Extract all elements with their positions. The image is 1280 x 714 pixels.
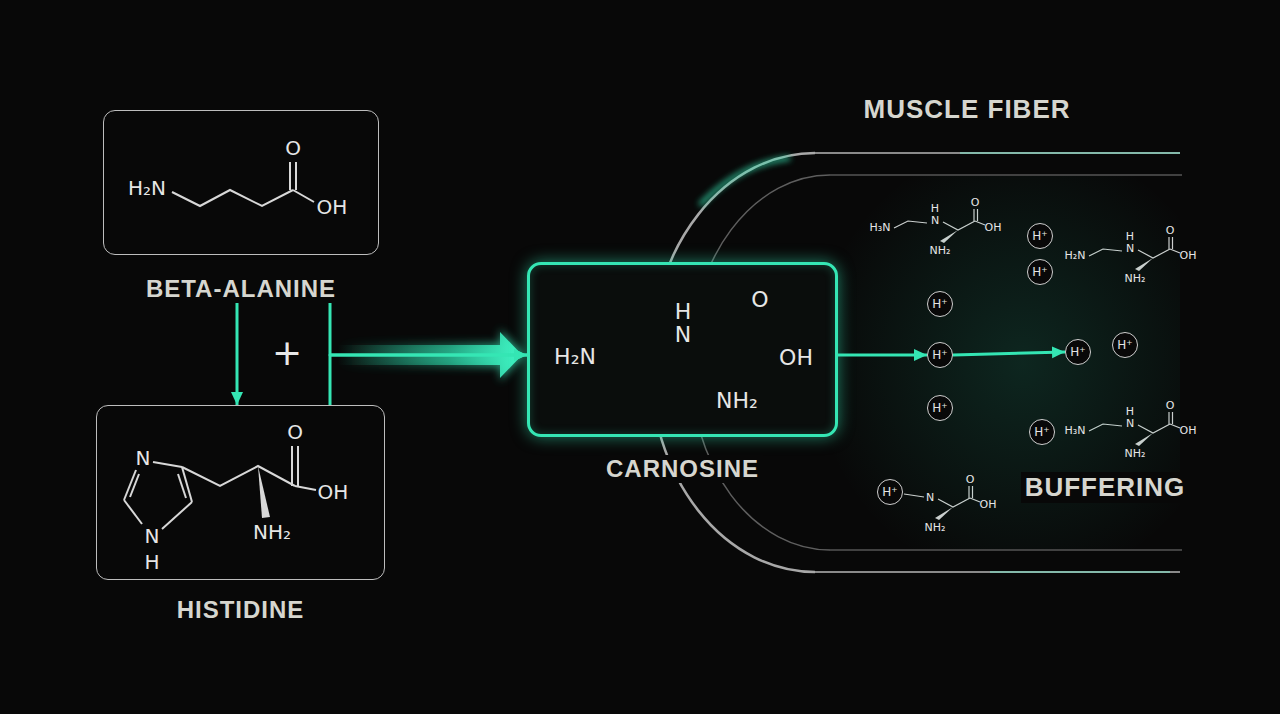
beta-alanine-structure-part bbox=[289, 162, 291, 190]
proton-symbol: H⁺ bbox=[932, 349, 947, 361]
atom-label: O bbox=[751, 289, 768, 311]
atom-label: OH bbox=[317, 197, 348, 217]
atom-label: O bbox=[966, 474, 975, 485]
molecule-name: BETA-ALANINE bbox=[142, 275, 340, 303]
proton-circle: H⁺ bbox=[927, 291, 953, 317]
histidine-structure-part bbox=[162, 502, 192, 529]
atom-label: H bbox=[931, 203, 939, 214]
molecule-name: CARNOSINE bbox=[602, 455, 763, 483]
atom-label: N bbox=[145, 526, 160, 546]
histidine-structure-part bbox=[295, 486, 316, 490]
proton-circle: H⁺ bbox=[1029, 419, 1055, 445]
histidine-structure-part bbox=[178, 474, 186, 498]
molecule-box: HISTIDINE bbox=[96, 405, 385, 624]
fiber-cylinder-part bbox=[815, 152, 1180, 154]
atom-label: O bbox=[971, 197, 980, 208]
atom-label: O bbox=[287, 422, 303, 442]
atom-label: N bbox=[675, 324, 691, 346]
beta-alanine-structure bbox=[172, 162, 314, 206]
histidine-structure-part bbox=[130, 474, 139, 497]
atom-label: H₂N bbox=[554, 346, 596, 368]
atom-label: OH bbox=[1180, 250, 1197, 261]
atom-label: OH bbox=[779, 347, 813, 369]
fiber-cylinder-part bbox=[815, 571, 1180, 573]
atom-label: O bbox=[1166, 225, 1175, 236]
histidine-structure-part bbox=[291, 446, 293, 486]
fiber-cylinder-part bbox=[690, 175, 830, 550]
atom-label: NH₂ bbox=[716, 390, 758, 412]
fiber-cylinder-part bbox=[990, 571, 1170, 572]
atom-label: NH₂ bbox=[253, 522, 291, 542]
fiber-cylinder-part bbox=[960, 151, 1180, 155]
atom-label: H bbox=[1126, 406, 1134, 417]
molecule-box: CARNOSINE bbox=[527, 262, 838, 483]
histidine-structure-part bbox=[258, 466, 270, 518]
reaction-arrow bbox=[330, 355, 527, 405]
fiber-cylinder-part bbox=[830, 549, 1182, 551]
proton-circle: H⁺ bbox=[877, 479, 903, 505]
atom-label: H bbox=[1126, 231, 1134, 242]
atom-label: OH bbox=[318, 482, 349, 502]
proton-circle: H⁺ bbox=[927, 342, 953, 368]
histidine-structure-part bbox=[182, 466, 295, 486]
proton-symbol: H⁺ bbox=[1032, 266, 1047, 278]
atom-label: H₃N bbox=[870, 222, 891, 233]
fiber-cylinder-part bbox=[650, 153, 815, 572]
proton-circle: H⁺ bbox=[1112, 332, 1138, 358]
atom-label: NH₂ bbox=[1125, 273, 1146, 284]
atom-label: N bbox=[136, 448, 151, 468]
atom-label: H₂N bbox=[1065, 250, 1086, 261]
molecule-name: HISTIDINE bbox=[173, 596, 309, 624]
proton-symbol: H⁺ bbox=[882, 486, 897, 498]
atom-label: OH bbox=[1180, 425, 1197, 436]
proton-symbol: H⁺ bbox=[932, 298, 947, 310]
proton-symbol: H⁺ bbox=[1032, 230, 1047, 242]
proton-circle: H⁺ bbox=[927, 395, 953, 421]
histidine-structure-part bbox=[153, 462, 182, 467]
proton-symbol: H⁺ bbox=[1070, 346, 1085, 358]
atom-label: NH₂ bbox=[930, 245, 951, 256]
process-label: BUFFERING bbox=[1021, 472, 1190, 503]
atom-label: N bbox=[926, 492, 934, 503]
proton-symbol: H⁺ bbox=[1034, 426, 1049, 438]
atom-label: N bbox=[1126, 243, 1134, 254]
fiber-cylinder-part bbox=[830, 174, 1182, 176]
plus-sign: + bbox=[272, 335, 302, 371]
histidine-structure-part bbox=[124, 500, 142, 524]
atom-label: H bbox=[144, 552, 159, 572]
atom-label: NH₂ bbox=[1125, 448, 1146, 459]
fiber-cylinder-part bbox=[990, 570, 1170, 574]
proton-circle: H⁺ bbox=[1065, 339, 1091, 365]
proton-symbol: H⁺ bbox=[932, 402, 947, 414]
histidine-structure bbox=[124, 446, 316, 529]
fiber-title: MUSCLE FIBER bbox=[860, 94, 1075, 125]
atom-label: O bbox=[285, 138, 301, 158]
atom-label: OH bbox=[980, 499, 997, 510]
flow-arrow bbox=[236, 303, 239, 405]
fiber-cylinder-part bbox=[700, 158, 790, 205]
reaction-arrow bbox=[330, 303, 527, 355]
atom-label: H bbox=[675, 301, 692, 323]
atom-label: OH bbox=[985, 222, 1002, 233]
beta-alanine-structure-part bbox=[295, 162, 297, 190]
beta-alanine-structure-part bbox=[172, 190, 293, 206]
fiber-cylinder-part bbox=[960, 152, 1180, 153]
atom-label: N bbox=[931, 215, 939, 226]
proton-circle: H⁺ bbox=[1027, 259, 1053, 285]
atom-label: N bbox=[1126, 418, 1134, 429]
atom-label: O bbox=[1166, 400, 1175, 411]
proton-circle: H⁺ bbox=[1027, 223, 1053, 249]
atom-label: NH₂ bbox=[925, 522, 946, 533]
atom-label: H₂N bbox=[128, 178, 166, 198]
histidine-structure-part bbox=[297, 446, 299, 486]
atom-label: H₃N bbox=[1065, 425, 1086, 436]
proton-symbol: H⁺ bbox=[1117, 339, 1132, 351]
beta-alanine-structure-part bbox=[293, 190, 314, 202]
